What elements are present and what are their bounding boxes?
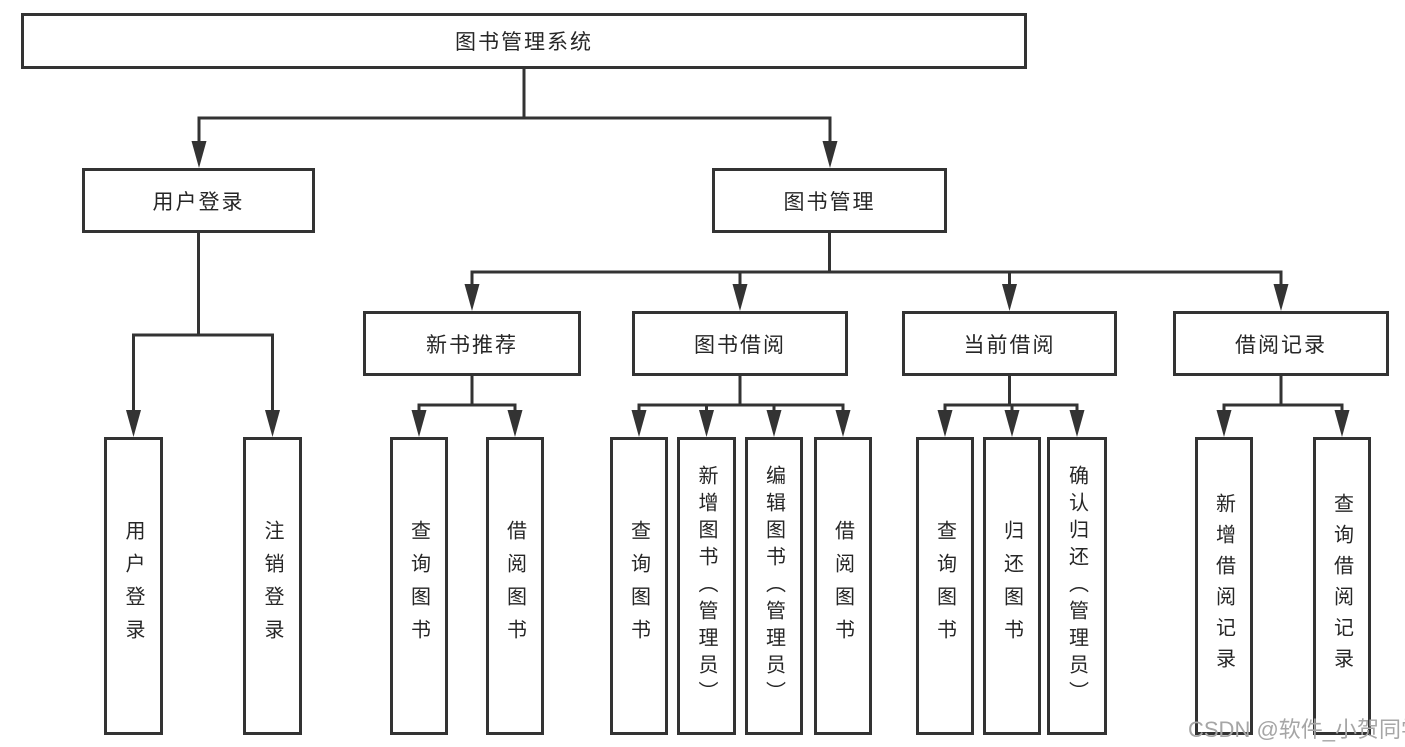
leaf-query-books-recommend: 查询图书 xyxy=(390,437,448,735)
node-borrow-records: 借阅记录 xyxy=(1173,311,1389,376)
leaf-return-books: 归还图书 xyxy=(983,437,1041,735)
leaf-borrow-books-recommend: 借阅图书 xyxy=(486,437,544,735)
watermark: CSDN @软件_小贺同学 xyxy=(1188,717,1405,742)
leaf-add-books-admin: 新增图书（管理员） xyxy=(677,437,736,735)
leaf-edit-books-admin: 编辑图书（管理员） xyxy=(745,437,803,735)
node-book-borrow: 图书借阅 xyxy=(632,311,848,376)
leaf-confirm-return-admin: 确认归还（管理员） xyxy=(1047,437,1107,735)
leaf-add-borrow-record: 新增借阅记录 xyxy=(1195,437,1253,735)
node-user-login: 用户登录 xyxy=(82,168,315,233)
node-new-book-recommend: 新书推荐 xyxy=(363,311,581,376)
leaf-query-borrow-record: 查询借阅记录 xyxy=(1313,437,1371,735)
root-node-library-system: 图书管理系统 xyxy=(21,13,1027,69)
leaf-borrow-books: 借阅图书 xyxy=(814,437,872,735)
node-book-management: 图书管理 xyxy=(712,168,947,233)
leaf-logout: 注销登录 xyxy=(243,437,302,735)
node-current-borrow: 当前借阅 xyxy=(902,311,1117,376)
leaf-query-books-current: 查询图书 xyxy=(916,437,974,735)
leaf-query-books-borrow: 查询图书 xyxy=(610,437,668,735)
leaf-user-login: 用户登录 xyxy=(104,437,163,735)
